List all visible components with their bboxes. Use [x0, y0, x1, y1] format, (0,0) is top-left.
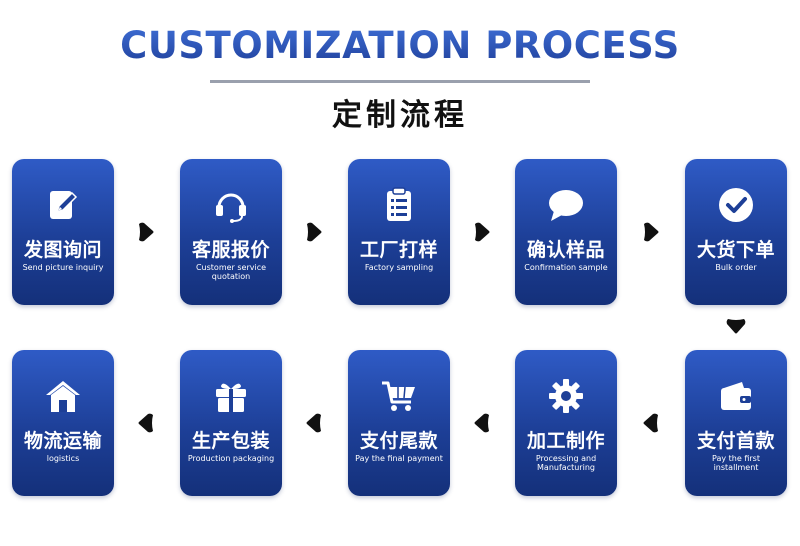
step-label-zh: 发图询问 [23, 239, 102, 261]
check-circle-icon [716, 185, 756, 225]
step-card-first-payment: 支付首款 Pay the first installment [685, 350, 787, 496]
shopping-cart-icon [379, 376, 419, 416]
step-label-zh: 物流运输 [23, 430, 102, 452]
step-card-bulk-order: 大货下单 Bulk order [685, 159, 787, 305]
arrow-right-icon [643, 222, 659, 242]
house-icon [43, 376, 83, 416]
gear-icon [546, 376, 586, 416]
step-label-zh: 工厂打样 [359, 239, 438, 261]
page-subtitle: 定制流程 [332, 98, 468, 133]
step-card-packaging: 生产包装 Production packaging [180, 350, 282, 496]
step-card-send-inquiry: 发图询问 Send picture inquiry [12, 159, 114, 305]
step-label-en: Pay the first installment [712, 454, 760, 472]
step-label-zh: 客服报价 [191, 239, 270, 261]
step-label-en: Send picture inquiry [22, 263, 104, 272]
step-card-confirm-sample: 确认样品 Confirmation sample [515, 159, 617, 305]
step-card-quotation: 客服报价 Customer service quotation [180, 159, 282, 305]
step-label-en: Processing and Manufacturing [535, 454, 597, 472]
arrow-left-icon [306, 413, 322, 433]
chat-bubble-icon [546, 185, 586, 225]
clipboard-list-icon [379, 185, 419, 225]
step-label-zh: 支付首款 [696, 430, 775, 452]
arrow-left-icon [643, 413, 659, 433]
step-label-zh: 大货下单 [696, 239, 775, 261]
arrow-right-icon [474, 222, 490, 242]
step-label-en: logistics [46, 454, 80, 463]
step-label-en: Customer service quotation [195, 263, 267, 281]
wallet-icon [716, 376, 756, 416]
step-label-en: Confirmation sample [524, 263, 608, 272]
step-label-zh: 生产包装 [191, 430, 270, 452]
arrow-left-icon [474, 413, 490, 433]
step-label-zh: 确认样品 [526, 239, 605, 261]
title-divider [210, 80, 590, 83]
step-label-en: Bulk order [715, 263, 757, 272]
step-card-processing: 加工制作 Processing and Manufacturing [515, 350, 617, 496]
arrow-down-icon [726, 318, 746, 334]
arrow-right-icon [306, 222, 322, 242]
step-card-logistics: 物流运输 logistics [12, 350, 114, 496]
arrow-right-icon [138, 222, 154, 242]
page-title: CUSTOMIZATION PROCESS [0, 24, 800, 67]
step-card-final-payment: 支付尾款 Pay the final payment [348, 350, 450, 496]
edit-document-icon [43, 185, 83, 225]
step-label-zh: 支付尾款 [359, 430, 438, 452]
gift-box-icon [211, 376, 251, 416]
step-label-en: Pay the final payment [355, 454, 443, 463]
step-label-en: Factory sampling [364, 263, 434, 272]
step-label-zh: 加工制作 [526, 430, 605, 452]
step-label-en: Production packaging [187, 454, 275, 463]
headset-icon [211, 185, 251, 225]
arrow-left-icon [138, 413, 154, 433]
step-card-factory-sampling: 工厂打样 Factory sampling [348, 159, 450, 305]
